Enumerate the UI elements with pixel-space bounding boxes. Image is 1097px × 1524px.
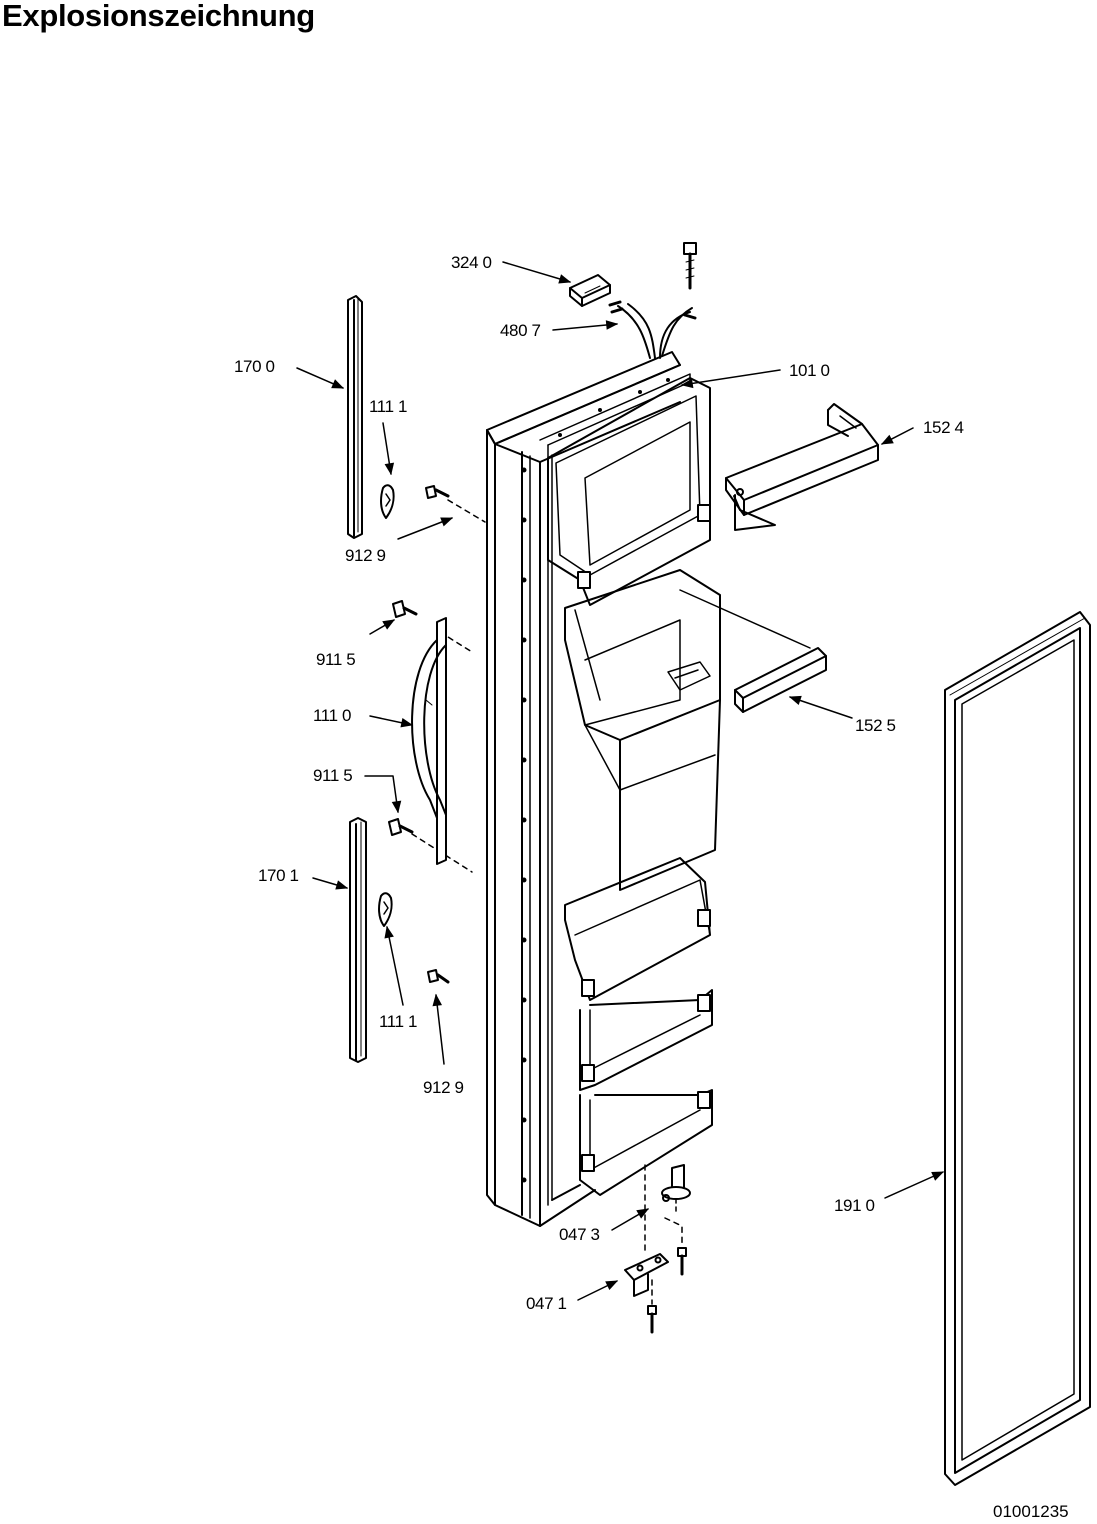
gasket-strip-lower bbox=[350, 818, 366, 1062]
door-screw-holes bbox=[521, 378, 670, 1183]
screw-9115-upper-part bbox=[393, 601, 416, 617]
hinge-bracket-part bbox=[625, 1254, 668, 1296]
part-label-912-9-lower: 912 9 bbox=[423, 1078, 464, 1097]
part-label-111-1-lower: 111 1 bbox=[379, 1012, 418, 1031]
hinge-screws bbox=[648, 1248, 686, 1332]
clip-upper-part bbox=[381, 485, 394, 518]
part-label-101-0: 101 0 bbox=[789, 361, 830, 380]
part-label-152-4: 152 4 bbox=[923, 418, 964, 437]
door-shelf-rail-part bbox=[680, 590, 826, 712]
clip-lower-part bbox=[379, 893, 392, 926]
part-label-911-5-lower: 911 5 bbox=[313, 766, 353, 785]
part-label-111-0: 111 0 bbox=[313, 706, 352, 725]
door-lower-bins bbox=[565, 858, 712, 1195]
part-label-912-9-upper: 912 9 bbox=[345, 546, 386, 565]
screw-9129-upper-part bbox=[426, 486, 448, 498]
part-label-152-5: 152 5 bbox=[855, 716, 896, 735]
document-number: 01001235 bbox=[993, 1502, 1069, 1521]
part-label-111-1-upper: 111 1 bbox=[369, 397, 408, 416]
part-label-170-1: 170 1 bbox=[258, 866, 299, 885]
door-gasket-frame-part bbox=[945, 612, 1090, 1485]
part-label-047-3: 047 3 bbox=[559, 1225, 600, 1244]
door-gasket-edge bbox=[540, 374, 690, 1205]
part-label-047-1: 047 1 bbox=[526, 1294, 567, 1313]
part-label-911-5-upper: 911 5 bbox=[316, 650, 356, 669]
part-label-170-0: 170 0 bbox=[234, 357, 275, 376]
door-outer-panel bbox=[487, 352, 680, 1226]
door-shelf-upper-part bbox=[726, 404, 878, 530]
wire-harness-part bbox=[610, 302, 695, 358]
screw-dashes bbox=[412, 500, 485, 872]
part-label-480-7: 480 7 bbox=[500, 321, 541, 340]
screw-9115-lower-part bbox=[389, 819, 412, 835]
part-label-324-0: 324 0 bbox=[451, 253, 492, 272]
door-handle-part bbox=[412, 618, 446, 864]
leader-lines bbox=[297, 262, 945, 1300]
part-label-191-0: 191 0 bbox=[834, 1196, 875, 1215]
top-screw-part bbox=[684, 243, 696, 288]
screw-9129-lower-part bbox=[428, 970, 448, 982]
page-title: Explosionszeichnung bbox=[2, 0, 315, 33]
hinge-pin-part bbox=[662, 1165, 690, 1215]
door-dispenser-housing bbox=[565, 570, 720, 890]
gasket-strip-upper bbox=[348, 296, 362, 538]
connector-part bbox=[570, 275, 610, 306]
